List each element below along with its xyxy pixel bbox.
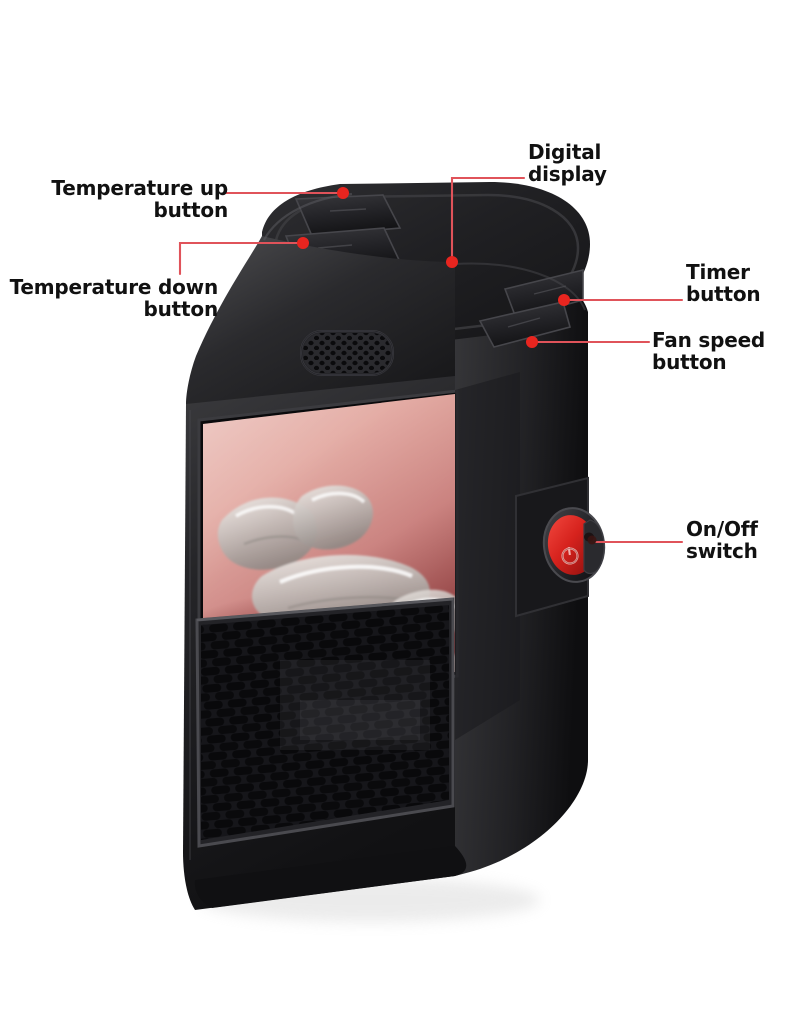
power-symbol-icon bbox=[561, 546, 579, 565]
callout-label-temperature-down: Temperature down button bbox=[9, 275, 219, 322]
dot-temperature-down bbox=[297, 237, 309, 249]
dot-timer-button bbox=[558, 294, 570, 306]
callout-label-on-off-switch: On/Off switch bbox=[686, 517, 758, 564]
heat-outlet-grille bbox=[195, 597, 455, 848]
dot-temperature-up bbox=[337, 187, 349, 199]
callout-dots bbox=[297, 187, 597, 545]
temperature-up-button[interactable] bbox=[294, 194, 402, 237]
leader-digital-display bbox=[450, 176, 526, 259]
callout-label-fan-speed-button: Fan speed button bbox=[652, 328, 766, 375]
dot-digital-display bbox=[446, 256, 458, 268]
air-intake-vent bbox=[300, 330, 394, 376]
dot-fan-speed-button bbox=[526, 336, 538, 348]
callout-leaders bbox=[178, 176, 684, 544]
dot-on-off-switch bbox=[587, 535, 597, 545]
front-shoulder bbox=[186, 236, 455, 420]
side-seam bbox=[455, 372, 520, 740]
base-edge bbox=[194, 846, 467, 908]
on-off-switch[interactable] bbox=[539, 504, 609, 586]
heater-body bbox=[183, 182, 609, 910]
callout-label-timer-button: Timer button bbox=[686, 260, 761, 307]
leader-temperature-down bbox=[178, 241, 301, 276]
fan-speed-button[interactable] bbox=[478, 301, 571, 348]
callout-label-temperature-up: Temperature up button bbox=[51, 176, 228, 223]
callout-label-digital-display: Digital display bbox=[528, 140, 607, 187]
